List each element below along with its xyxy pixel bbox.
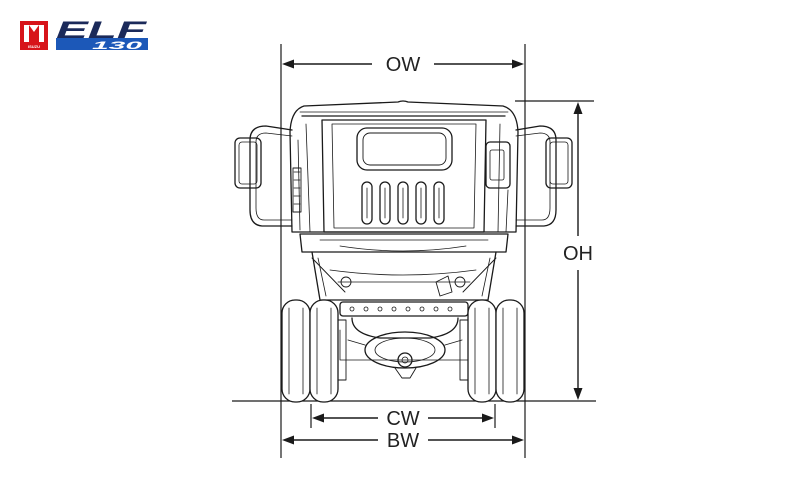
logo-blue-band bbox=[56, 38, 148, 50]
logo-number: 130 bbox=[92, 40, 144, 52]
differential bbox=[364, 331, 446, 369]
rear-bumper bbox=[299, 233, 509, 253]
differential-housing bbox=[351, 317, 459, 339]
rear-panel bbox=[321, 119, 487, 233]
left-mirror bbox=[234, 137, 262, 189]
label-ow: OW bbox=[386, 54, 421, 76]
truck-rear-view bbox=[234, 100, 573, 403]
chassis-frame bbox=[311, 251, 497, 301]
rear-axle-beam bbox=[339, 301, 469, 317]
left-dual-wheels bbox=[281, 299, 347, 403]
logo-model: ELF bbox=[56, 17, 149, 44]
rear-panel-slots bbox=[361, 181, 445, 225]
rear-panel-inner bbox=[331, 123, 477, 229]
isuzu-elf-logo: ISUZU ELF 130 bbox=[20, 17, 149, 52]
left-mirror-arm bbox=[249, 125, 293, 227]
axle-bolts bbox=[349, 306, 453, 312]
label-cw: CW bbox=[386, 408, 419, 430]
logo-brand-small: ISUZU bbox=[28, 44, 40, 49]
rear-window bbox=[356, 127, 453, 171]
label-oh: OH bbox=[563, 243, 593, 265]
cab-outline bbox=[289, 100, 519, 233]
right-mirror bbox=[545, 137, 573, 189]
right-mirror-arm bbox=[515, 125, 557, 227]
dimension-arrows bbox=[282, 59, 583, 445]
right-dual-wheels bbox=[459, 299, 525, 403]
isuzu-emblem-icon: ISUZU bbox=[20, 21, 48, 50]
label-bw: BW bbox=[387, 430, 419, 452]
